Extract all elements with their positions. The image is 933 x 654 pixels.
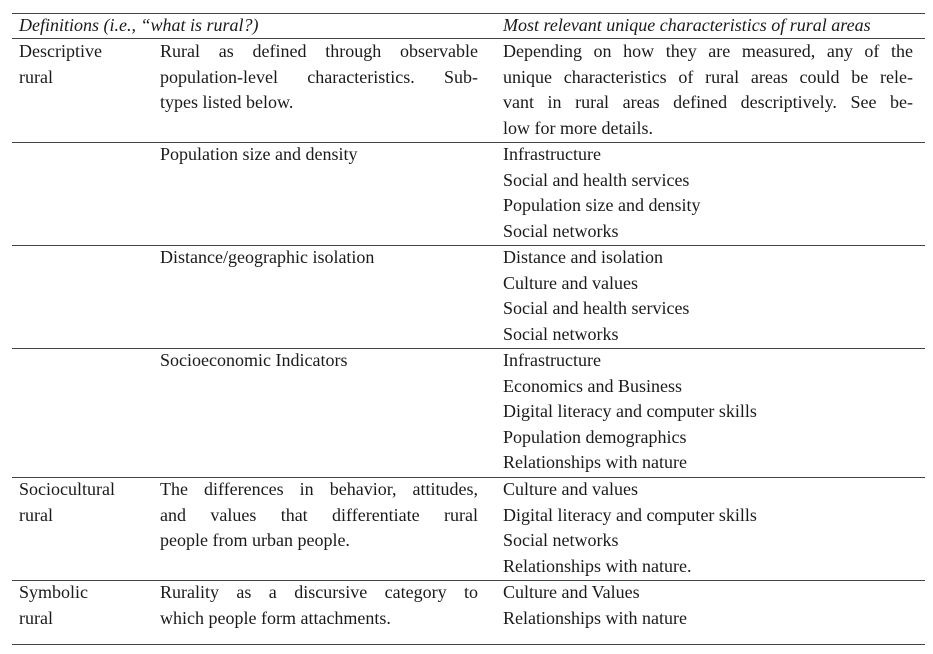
row-definition-distance: Distance/geographic isolation [160, 245, 478, 271]
characteristic-line: Infrastructure [503, 350, 601, 370]
definition-line: Distance/geographic isolation [160, 247, 375, 267]
header-characteristics: Most relevant unique characteristics of … [503, 15, 871, 35]
row-rule [12, 142, 925, 143]
characteristic-line: Social and health services [503, 169, 690, 190]
characteristic-line: Population demographics [503, 426, 687, 447]
characteristic-line: Culture and values [503, 479, 638, 499]
definition-line: and values that differentiate rural [160, 504, 478, 525]
row-rule [12, 348, 925, 349]
definition-line: The differences in behavior, attitudes, [160, 479, 478, 499]
characteristic-line: Digital literacy and computer skills [503, 504, 757, 525]
row-type-line: rural [19, 504, 53, 525]
definition-line: types listed below. [160, 92, 294, 113]
characteristic-line: Social networks [503, 220, 619, 241]
row-characteristics-descriptive: Depending on how they are measured, any … [503, 39, 913, 141]
header-rule [12, 38, 925, 39]
definition-line: population-level characteristics. Sub- [160, 66, 478, 87]
definition-line: Rural as defined through observable [160, 41, 478, 61]
row-rule [491, 477, 925, 478]
row-rule [12, 245, 925, 246]
row-type-line: Sociocultural [19, 479, 115, 499]
row-type-line: rural [19, 607, 53, 628]
characteristic-line: Social and health services [503, 298, 690, 319]
characteristic-line: Relationships with nature [503, 607, 687, 628]
row-type-line: Symbolic [19, 582, 89, 602]
row-definition-descriptive: Rural as defined through observable popu… [160, 39, 478, 116]
characteristic-line: vant in rural areas defined descriptivel… [503, 92, 913, 113]
table-bottom-rule [12, 644, 925, 645]
row-definition-symbolic: Rurality as a discursive category to whi… [160, 580, 478, 631]
table-top-rule [12, 13, 925, 14]
characteristic-line: Culture and values [503, 272, 638, 293]
characteristic-line: Distance and isolation [503, 247, 663, 267]
characteristic-line: Infrastructure [503, 144, 601, 164]
row-characteristics-sociocultural: Culture and values Digital literacy and … [503, 477, 913, 579]
header-definitions: Definitions (i.e., “what is rural?) [19, 15, 259, 35]
row-rule [12, 580, 491, 581]
definition-line: Rurality as a discursive category to [160, 582, 478, 602]
characteristic-line: Social networks [503, 530, 619, 551]
characteristic-line: Depending on how they are measured, any … [503, 41, 913, 61]
characteristic-line: Social networks [503, 323, 619, 344]
row-characteristics-socioeconomic: Infrastructure Economics and Business Di… [503, 348, 913, 476]
row-definition-sociocultural: The differences in behavior, attitudes, … [160, 477, 478, 554]
characteristic-line: unique characteristics of rural areas co… [503, 66, 913, 87]
characteristic-line: Economics and Business [503, 375, 682, 396]
characteristic-line: Relationships with nature [503, 452, 687, 473]
characteristic-line: Relationships with nature. [503, 555, 692, 576]
row-characteristics-symbolic: Culture and Values Relationships with na… [503, 580, 913, 631]
characteristic-line: Digital literacy and computer skills [503, 401, 757, 422]
characteristic-line: Population size and density [503, 195, 701, 216]
row-type-line: Descriptive [19, 41, 102, 61]
row-type-symbolic: Symbolic rural [19, 580, 147, 631]
definition-line: Socioeconomic Indicators [160, 350, 348, 370]
row-characteristics-population: Infrastructure Social and health service… [503, 142, 913, 244]
row-characteristics-distance: Distance and isolation Culture and value… [503, 245, 913, 347]
row-type-sociocultural: Sociocultural rural [19, 477, 147, 528]
characteristic-line: Culture and Values [503, 582, 640, 602]
row-rule [12, 477, 491, 478]
row-type-line: rural [19, 66, 53, 87]
row-definition-socioeconomic: Socioeconomic Indicators [160, 348, 478, 374]
definition-line: people from urban people. [160, 530, 350, 551]
definition-line: Population size and density [160, 144, 358, 164]
row-rule [491, 580, 925, 581]
definition-line: which people form attachments. [160, 607, 391, 628]
row-definition-population: Population size and density [160, 142, 478, 168]
characteristic-line: low for more details. [503, 117, 653, 138]
row-type-descriptive: Descriptive rural [19, 39, 147, 90]
